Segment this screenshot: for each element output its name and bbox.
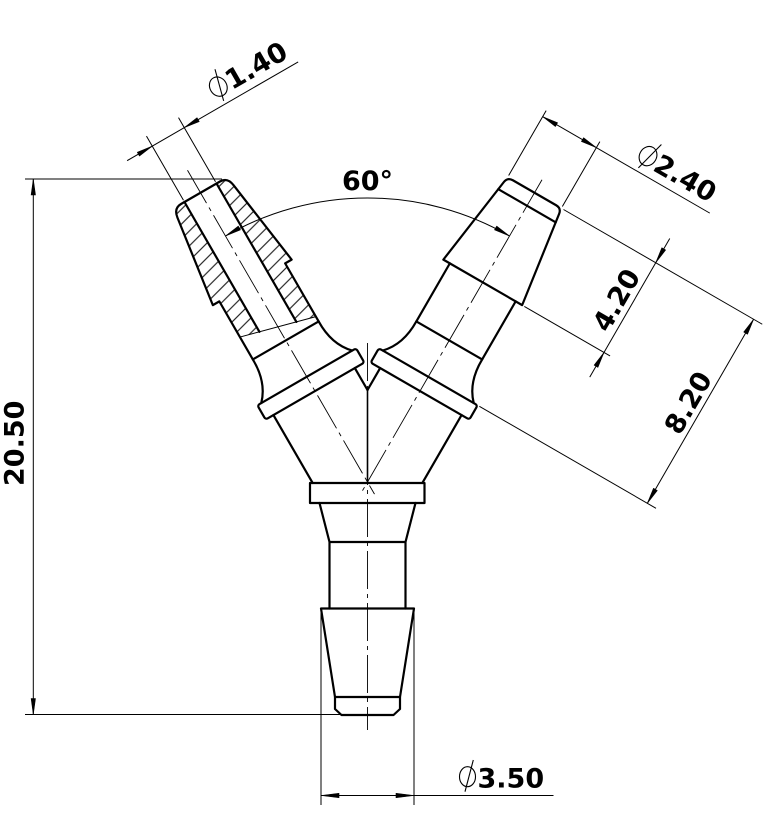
extension-line bbox=[320, 611, 415, 805]
dimension-arrow-icon bbox=[581, 137, 597, 148]
dimension-arrow-icon bbox=[593, 352, 605, 368]
section-hatch-inner bbox=[216, 180, 316, 322]
right-shank bbox=[415, 262, 517, 361]
dimension-arrow-icon bbox=[320, 792, 340, 799]
diameter-symbol-icon bbox=[458, 759, 477, 792]
tip-to-flange-value: 8.20 bbox=[659, 367, 719, 440]
bottom-barb bbox=[319, 607, 416, 717]
dimension-arrow-icon bbox=[494, 225, 510, 237]
tip-diameter-dimension: 2.40 bbox=[508, 110, 721, 214]
overall-height-value: 20.50 bbox=[0, 401, 30, 486]
stem-taper bbox=[318, 501, 417, 610]
dimension-arrow-icon bbox=[647, 488, 658, 504]
right-barb-cone bbox=[442, 177, 561, 307]
dimension-arrow-icon bbox=[30, 698, 36, 715]
dimension-line bbox=[126, 61, 299, 162]
right-tip-band-edge bbox=[497, 188, 557, 224]
left-bore-edges bbox=[183, 182, 298, 333]
extension-line bbox=[508, 110, 601, 207]
left-shank-edge bbox=[251, 320, 320, 361]
bore-diameter-value: 1.40 bbox=[220, 36, 293, 96]
stem-barb-diameter-value: 3.50 bbox=[478, 764, 545, 795]
branch-angle-value: 60° bbox=[342, 166, 393, 197]
barb-length-value: 4.20 bbox=[587, 264, 647, 337]
section-hatch-outer bbox=[176, 201, 260, 338]
left-flange bbox=[257, 348, 365, 420]
right-body-edges bbox=[366, 366, 463, 485]
dimension-arrow-icon bbox=[30, 178, 36, 196]
dimension-arrow-icon bbox=[542, 116, 558, 127]
branch-angle-dimension: 60° bbox=[225, 166, 510, 237]
left-branch-centerline bbox=[187, 170, 375, 495]
dimension-line bbox=[646, 318, 755, 504]
dimension-arrow-icon bbox=[183, 117, 200, 128]
hub-ring bbox=[308, 481, 426, 505]
right-branch-centerline bbox=[360, 179, 543, 495]
extension-line bbox=[146, 117, 216, 201]
dimension-line bbox=[542, 116, 711, 214]
extension-line bbox=[25, 178, 340, 715]
barb-length-dimension: 4.20 bbox=[524, 238, 671, 378]
extension-line-tip bbox=[563, 209, 763, 325]
overall-height-dimension: 20.50 bbox=[0, 178, 340, 715]
angle-arc bbox=[225, 197, 510, 237]
stem-barb-diameter-dimension: 3.50 bbox=[320, 611, 554, 805]
left-body-edges bbox=[272, 366, 369, 485]
diameter-symbol-icon bbox=[637, 144, 662, 169]
dimension-arrow-icon bbox=[225, 225, 241, 237]
dimension-arrow-icon bbox=[743, 318, 754, 335]
dimension-arrow-icon bbox=[395, 792, 415, 799]
diameter-symbol-icon bbox=[208, 69, 228, 102]
left-branch-section: 1.40 bbox=[126, 36, 375, 495]
right-flare bbox=[381, 320, 484, 405]
right-flange bbox=[370, 348, 478, 420]
dimension-arrow-icon bbox=[136, 145, 153, 157]
extension-line bbox=[479, 405, 657, 509]
section-break-line bbox=[239, 316, 317, 338]
tip-diameter-value: 2.40 bbox=[648, 149, 721, 209]
left-outer-profile bbox=[175, 178, 354, 405]
dimension-arrow-icon bbox=[655, 247, 666, 264]
extension-line bbox=[524, 305, 611, 357]
